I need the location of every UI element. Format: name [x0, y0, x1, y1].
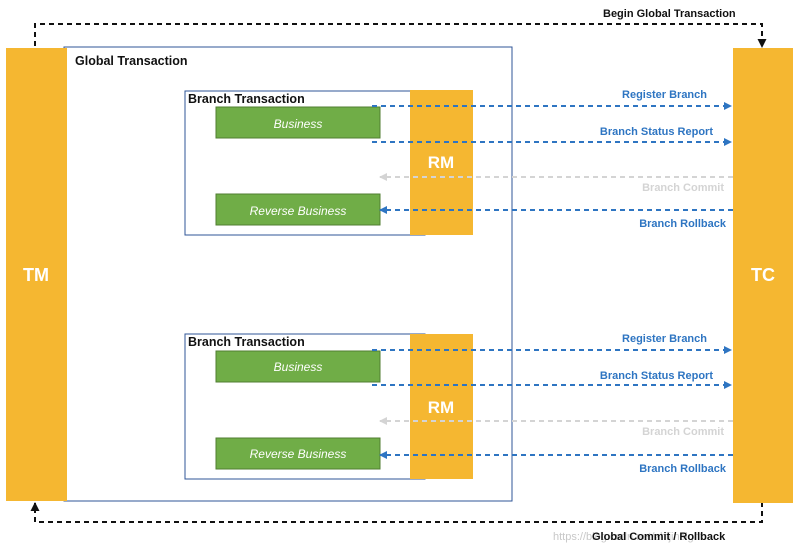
- begin-global-transaction-label: Begin Global Transaction: [603, 8, 736, 20]
- reverse-business-box: [215, 437, 381, 470]
- tc-box: [733, 48, 793, 503]
- global-transaction-title: Global Transaction: [75, 54, 188, 68]
- tm-box: [6, 48, 67, 501]
- begin-global-transaction-arrow: [34, 23, 767, 48]
- branch-transaction-2: Branch Transaction Business Reverse Busi…: [184, 333, 733, 480]
- reverse-business-label: Reverse Business: [250, 447, 347, 461]
- global-commit-rollback-label: Global Commit / Rollback: [592, 531, 726, 543]
- business-label: Business: [274, 117, 323, 131]
- business-box: [215, 106, 381, 139]
- business-box: [215, 350, 381, 383]
- branch-commit-label: Branch Commit: [642, 426, 724, 438]
- branch-commit-label: Branch Commit: [642, 182, 724, 194]
- rm-label: RM: [428, 153, 454, 172]
- rm-label: RM: [428, 398, 454, 417]
- branch-status-report-label: Branch Status Report: [600, 126, 713, 138]
- tm-label: TM: [23, 265, 49, 285]
- branch-rollback-label: Branch Rollback: [639, 463, 727, 475]
- tc-label: TC: [751, 265, 775, 285]
- global-commit-rollback-arrow: [30, 502, 763, 523]
- branch-rollback-label: Branch Rollback: [639, 218, 727, 230]
- branch-status-report-label: Branch Status Report: [600, 370, 713, 382]
- register-branch-label: Register Branch: [622, 89, 707, 101]
- branch-transaction-1: Branch Transaction Business Reverse Busi…: [184, 89, 733, 236]
- watermark: https://blog.csdn.net/zhijinsight: [553, 531, 703, 543]
- reverse-business-box: [215, 193, 381, 226]
- business-label: Business: [274, 360, 323, 374]
- reverse-business-label: Reverse Business: [250, 204, 347, 218]
- branch-title: Branch Transaction: [188, 335, 305, 349]
- branch-title: Branch Transaction: [188, 92, 305, 106]
- register-branch-label: Register Branch: [622, 333, 707, 345]
